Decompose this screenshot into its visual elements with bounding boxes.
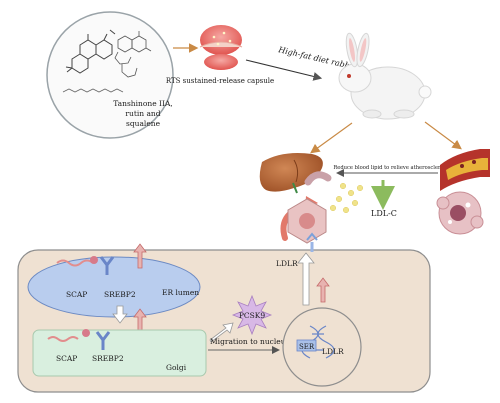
compound-label-line-1: Tanshinone IIA, bbox=[113, 99, 173, 108]
er-to-golgi-arrow-icon bbox=[112, 305, 128, 324]
squalene-structure-icon bbox=[62, 88, 124, 93]
foam-cell-icon bbox=[436, 191, 484, 235]
rabbit-to-vessel-arrow bbox=[424, 121, 462, 150]
golgi-label: Golgi bbox=[166, 363, 187, 372]
capsule-icon bbox=[199, 25, 243, 70]
capsule-label: RTS sustained-release capsule bbox=[166, 77, 274, 85]
pcsk9-star-icon bbox=[231, 294, 273, 336]
ldl-receptor-curve-icon bbox=[304, 171, 332, 186]
ldlc-label: LDL-C bbox=[371, 209, 397, 218]
compound-panel: Tanshinone IIA, rutin and squalene bbox=[46, 11, 174, 139]
capsule-to-rabbit-arrow bbox=[245, 59, 323, 81]
upregulation-arrow-er-icon bbox=[133, 243, 147, 269]
er-lumen bbox=[27, 256, 201, 318]
rabbit-to-liver-arrow bbox=[310, 122, 353, 154]
migration-label: Migration to nucleus bbox=[210, 337, 290, 346]
golgi-to-pcsk9-arrow-icon bbox=[209, 322, 234, 343]
srebp2-y-receptor-top-icon bbox=[99, 256, 115, 275]
ldl-particles-icon bbox=[329, 182, 364, 214]
ldlr-nucleus-label: LDLR bbox=[322, 347, 344, 356]
ser-label: SER bbox=[299, 343, 315, 351]
nucleus-to-surface-arrow-icon bbox=[297, 252, 315, 306]
pcsk9-label: PCSK9 bbox=[239, 311, 266, 320]
compound-label-line-3: squalene bbox=[126, 119, 161, 128]
ldlr-top-label: LDLR bbox=[276, 259, 298, 268]
srebp2-top-label: SREBP2 bbox=[104, 290, 136, 299]
golgi-compartment bbox=[32, 329, 207, 377]
rutin-structure-icon bbox=[114, 31, 152, 78]
tanshinone-structure-icon bbox=[65, 29, 116, 74]
reduce-label: Reduce blood lipid to relieve atheroscle… bbox=[333, 165, 451, 171]
scap-bottom-label: SCAP bbox=[56, 354, 77, 363]
nucleus bbox=[282, 307, 362, 387]
srebp2-bottom-label: SREBP2 bbox=[92, 354, 124, 363]
plaque-vessel-icon bbox=[440, 149, 490, 191]
er-wavy-strand-icon bbox=[56, 259, 94, 267]
ldlr-membrane-receptor-icon bbox=[306, 232, 318, 252]
scap-top-label: SCAP bbox=[66, 290, 87, 299]
compound-label-line-2: rutin and bbox=[125, 109, 160, 118]
ser-box bbox=[296, 339, 317, 352]
upregulation-arrow-ldlr-icon bbox=[316, 277, 330, 303]
er-lumen-label: ER lumen bbox=[162, 288, 199, 297]
rabbit-icon bbox=[338, 32, 432, 120]
ldlr-hexagon-icon bbox=[287, 198, 327, 244]
golgi-wavy-strand-icon bbox=[47, 336, 79, 342]
srebp2-y-receptor-bottom-icon bbox=[95, 331, 111, 350]
